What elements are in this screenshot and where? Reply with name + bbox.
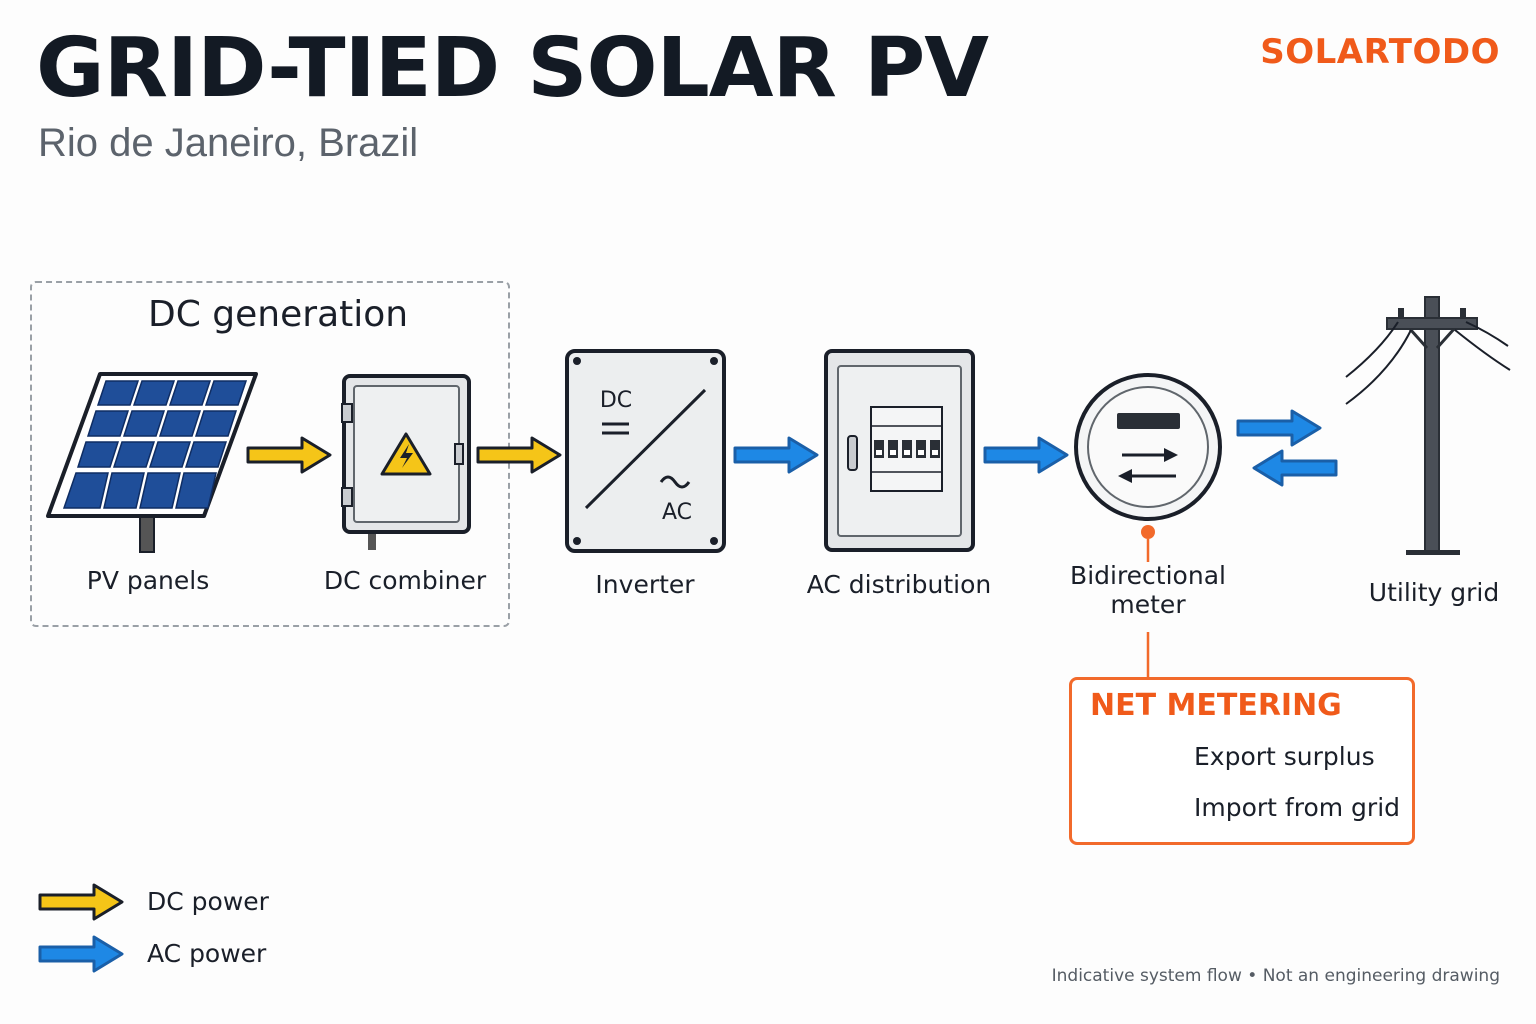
- utility-pole-icon: [1345, 296, 1511, 555]
- export-arrow-to-grid: [1236, 409, 1322, 447]
- brand-logo: SOLARTODO: [1260, 32, 1500, 72]
- pv-panels-label: PV panels: [86, 566, 210, 595]
- bidirectional-meter-label: Bidirectional meter: [1070, 561, 1226, 619]
- legend-dc-arrow: [38, 883, 124, 921]
- inverter-dc-label: DC: [600, 388, 632, 413]
- page-title: GRID-TIED SOLAR PV: [36, 21, 989, 116]
- dc-generation-label: DC generation: [148, 294, 409, 335]
- dc-combiner-label: DC combiner: [323, 566, 487, 595]
- legend-ac-label: AC power: [147, 939, 267, 968]
- ac-arrow-inverter-to-distribution: [733, 436, 819, 474]
- meter-connector-dot: [1141, 525, 1155, 539]
- page-subtitle: Rio de Janeiro, Brazil: [38, 121, 419, 165]
- dc-arrow-pv-to-combiner: [246, 436, 332, 474]
- footnote: Indicative system flow • Not an engineer…: [1051, 966, 1500, 986]
- ac-distribution-label: AC distribution: [806, 570, 992, 599]
- legend-dc-label: DC power: [147, 887, 269, 916]
- bidirectional-meter-icon: [1074, 373, 1222, 521]
- import-arrow-from-grid: [1252, 449, 1338, 487]
- legend-ac-arrow: [38, 935, 124, 973]
- ac-distribution-icon: [824, 349, 975, 552]
- dc-arrow-combiner-to-inverter: [476, 436, 562, 474]
- inverter-icon: DC AC: [565, 349, 726, 553]
- inverter-label: Inverter: [595, 570, 695, 599]
- inverter-ac-label: AC: [662, 500, 692, 525]
- net-export-label: Export surplus: [1194, 742, 1375, 771]
- net-import-label: Import from grid: [1194, 793, 1401, 822]
- net-metering-box: [1069, 677, 1415, 845]
- pv-panel-icon: [46, 372, 258, 553]
- net-metering-title: NET METERING: [1090, 688, 1342, 723]
- dc-combiner-icon: [341, 374, 471, 550]
- ac-arrow-distribution-to-meter: [983, 436, 1069, 474]
- utility-grid-label: Utility grid: [1368, 578, 1500, 607]
